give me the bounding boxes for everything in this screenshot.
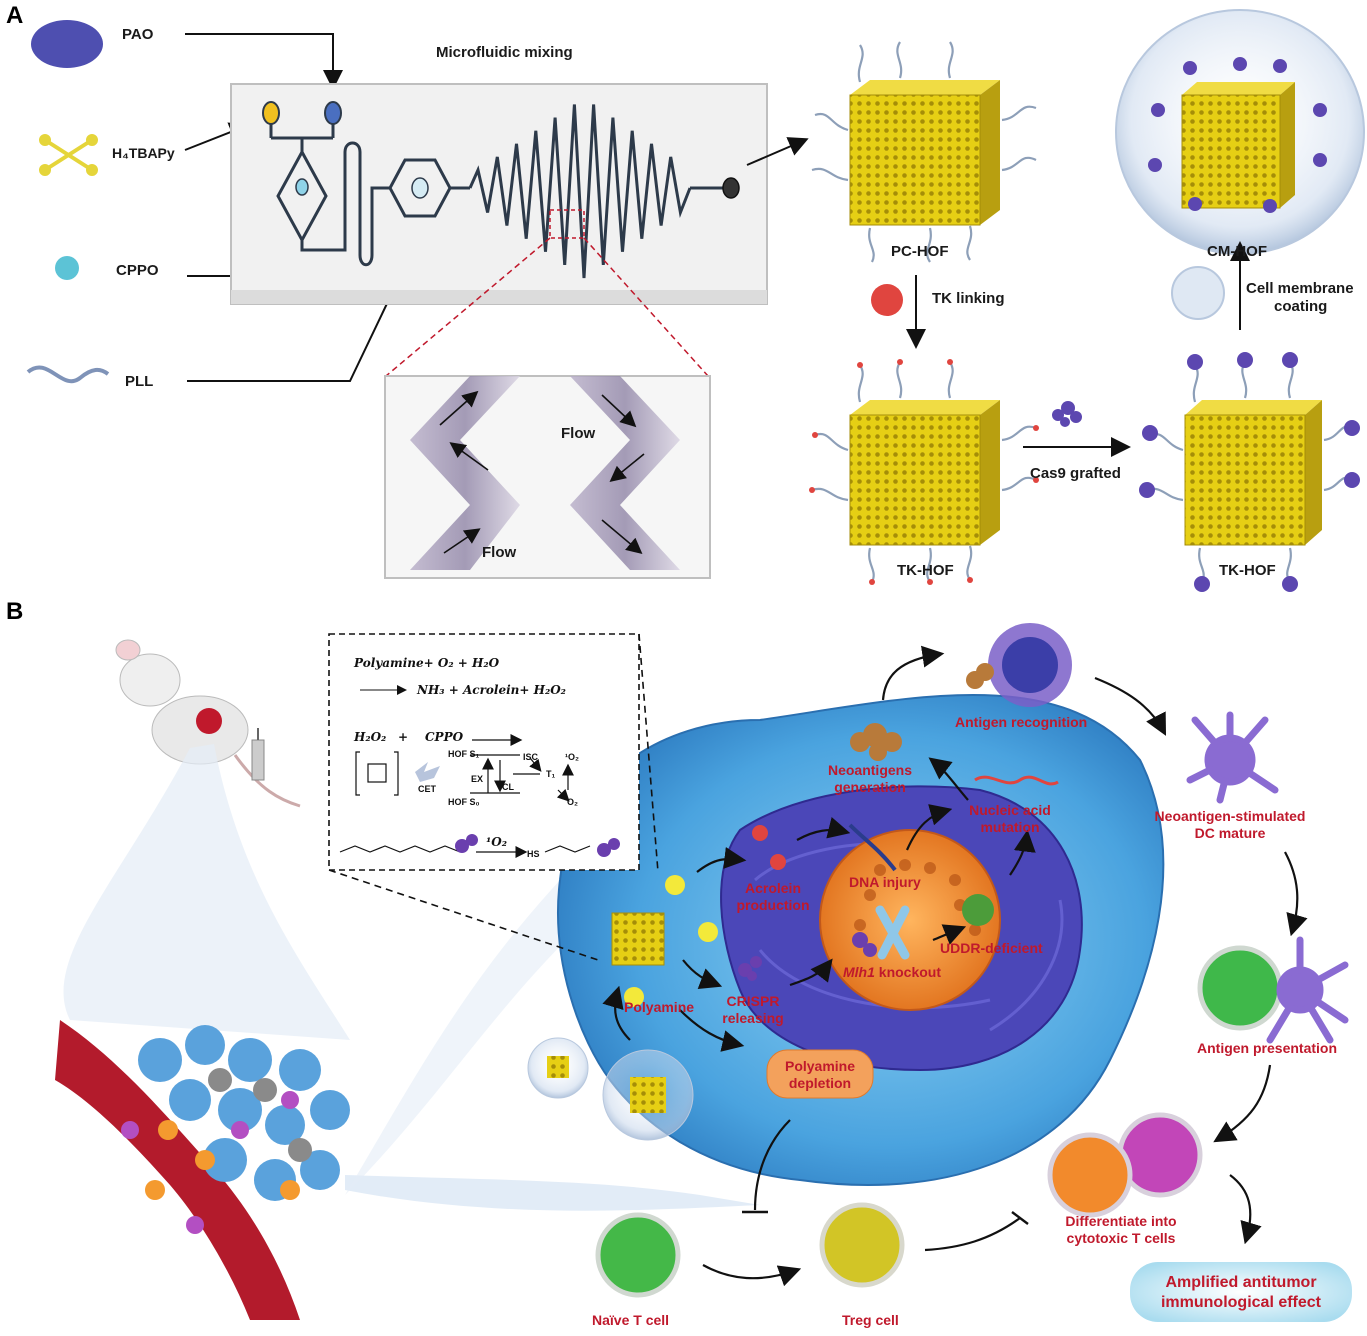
pc-hof-label: PC-HOF — [891, 243, 949, 260]
coating-label: coating — [1274, 298, 1328, 315]
antigen-presentation-cells — [1197, 936, 1349, 1044]
cppo-dot-icon — [55, 256, 79, 280]
pc-hof-cube — [811, 41, 1037, 263]
cas9-in-nucleus-icon — [852, 932, 877, 957]
h2o2-label: H₂O₂ — [354, 730, 387, 744]
antigen-recognition-cell — [966, 623, 1072, 707]
dna-injury-label: DNA injury — [849, 874, 921, 890]
treg-cell — [819, 1202, 905, 1288]
tk-hof-right-cube — [1139, 352, 1360, 592]
singlet-oxygen-arrow: ¹O₂ — [486, 835, 507, 849]
cl-label: CL — [502, 782, 514, 792]
pao-blob-icon — [31, 20, 103, 68]
mouse-illustration — [115, 639, 301, 808]
antigen-presentation-label: Antigen presentation — [1197, 1040, 1338, 1056]
hof-s0-label: HOF S₀ — [448, 797, 480, 807]
mlh1-knockout-label: Mlh1 knockout — [843, 964, 942, 980]
uddr-deficient-label: UDDR-deficient — [940, 940, 1043, 956]
dna-helix-icon — [848, 823, 897, 872]
neoantigen-icon — [850, 723, 902, 761]
reaction-inset — [328, 633, 640, 871]
chip-channels — [269, 104, 728, 279]
dna-repair-complex-icon — [962, 894, 994, 926]
flow-label-bottom: Flow — [482, 544, 517, 561]
chromosome-icon — [875, 905, 910, 960]
microfluidic-title: Microfluidic mixing — [436, 44, 573, 61]
t1-label: T₁ — [546, 769, 556, 779]
h4tbapy-molecule-icon — [39, 134, 98, 176]
acrolein-dots — [752, 825, 786, 870]
tk-hof-left-cube — [809, 359, 1039, 585]
tk-hof-left-label: TK-HOF — [897, 562, 954, 579]
cet-light-icon — [415, 762, 440, 782]
o2-label: O₂ — [567, 797, 578, 807]
cell-membrane-vesicle-icon — [1171, 266, 1225, 320]
tk-linker-dot-icon — [871, 284, 903, 316]
polyamine-depletion-box — [766, 1049, 874, 1099]
naive-t-cell — [595, 1212, 681, 1298]
mutated-nucleic-acid-icon — [974, 775, 1059, 786]
isc-label: ISC — [523, 752, 539, 762]
amplified-effect-box — [1130, 1262, 1352, 1322]
singlet-oxygen-top: ¹O₂ — [565, 752, 579, 762]
pll-chain-icon — [26, 365, 110, 384]
cppo-label: CPPO — [116, 262, 159, 279]
tk-linking-label: TK linking — [932, 290, 1005, 307]
panel-a-letter: A — [6, 2, 24, 29]
treg-cell-label: Treg cell — [842, 1312, 899, 1328]
pll-label: PLL — [125, 373, 154, 390]
hof-nanoparticle-in-cell — [611, 912, 665, 966]
panel-b-letter: B — [6, 598, 24, 625]
cet-label: CET — [418, 784, 436, 794]
flow-label-top: Flow — [561, 425, 596, 442]
hof-s1-label: HOF S₁ — [448, 749, 480, 759]
hs-label: HS — [527, 849, 540, 859]
dendritic-cell-top — [1186, 711, 1279, 804]
reaction-line-1: Polyamine+ O₂ + H₂O — [354, 656, 500, 670]
cas9-grafted-label: Cas9 grafted — [1030, 465, 1121, 482]
tumor-tissue-illustration — [55, 1020, 350, 1320]
polyamine-label: Polyamine — [624, 999, 695, 1015]
antigen-recognition-label: Antigen recognition — [955, 714, 1088, 730]
polyamine-dots — [624, 875, 718, 1007]
cytotoxic-t-cells — [1047, 1112, 1203, 1218]
cas9-protein-icon — [1052, 401, 1082, 427]
tk-hof-right-label: TK-HOF — [1219, 562, 1276, 579]
cm-hof-label: CM-HOF — [1207, 243, 1267, 260]
cell-membrane-label: Cell membrane — [1246, 280, 1354, 297]
ex-label: EX — [471, 774, 484, 784]
plus-sign: + — [398, 730, 409, 744]
naive-t-cell-label: Naïve T cell — [592, 1312, 670, 1328]
cppo-reaction-label: CPPO — [425, 730, 464, 744]
cm-hof-cube — [1115, 9, 1365, 255]
pao-label: PAO — [122, 26, 154, 43]
h4tbapy-label: H₄TBAPy — [112, 145, 175, 161]
crispr-release-icon — [738, 956, 762, 981]
reaction-line-2: NH₃ + Acrolein+ H₂O₂ — [417, 683, 566, 697]
